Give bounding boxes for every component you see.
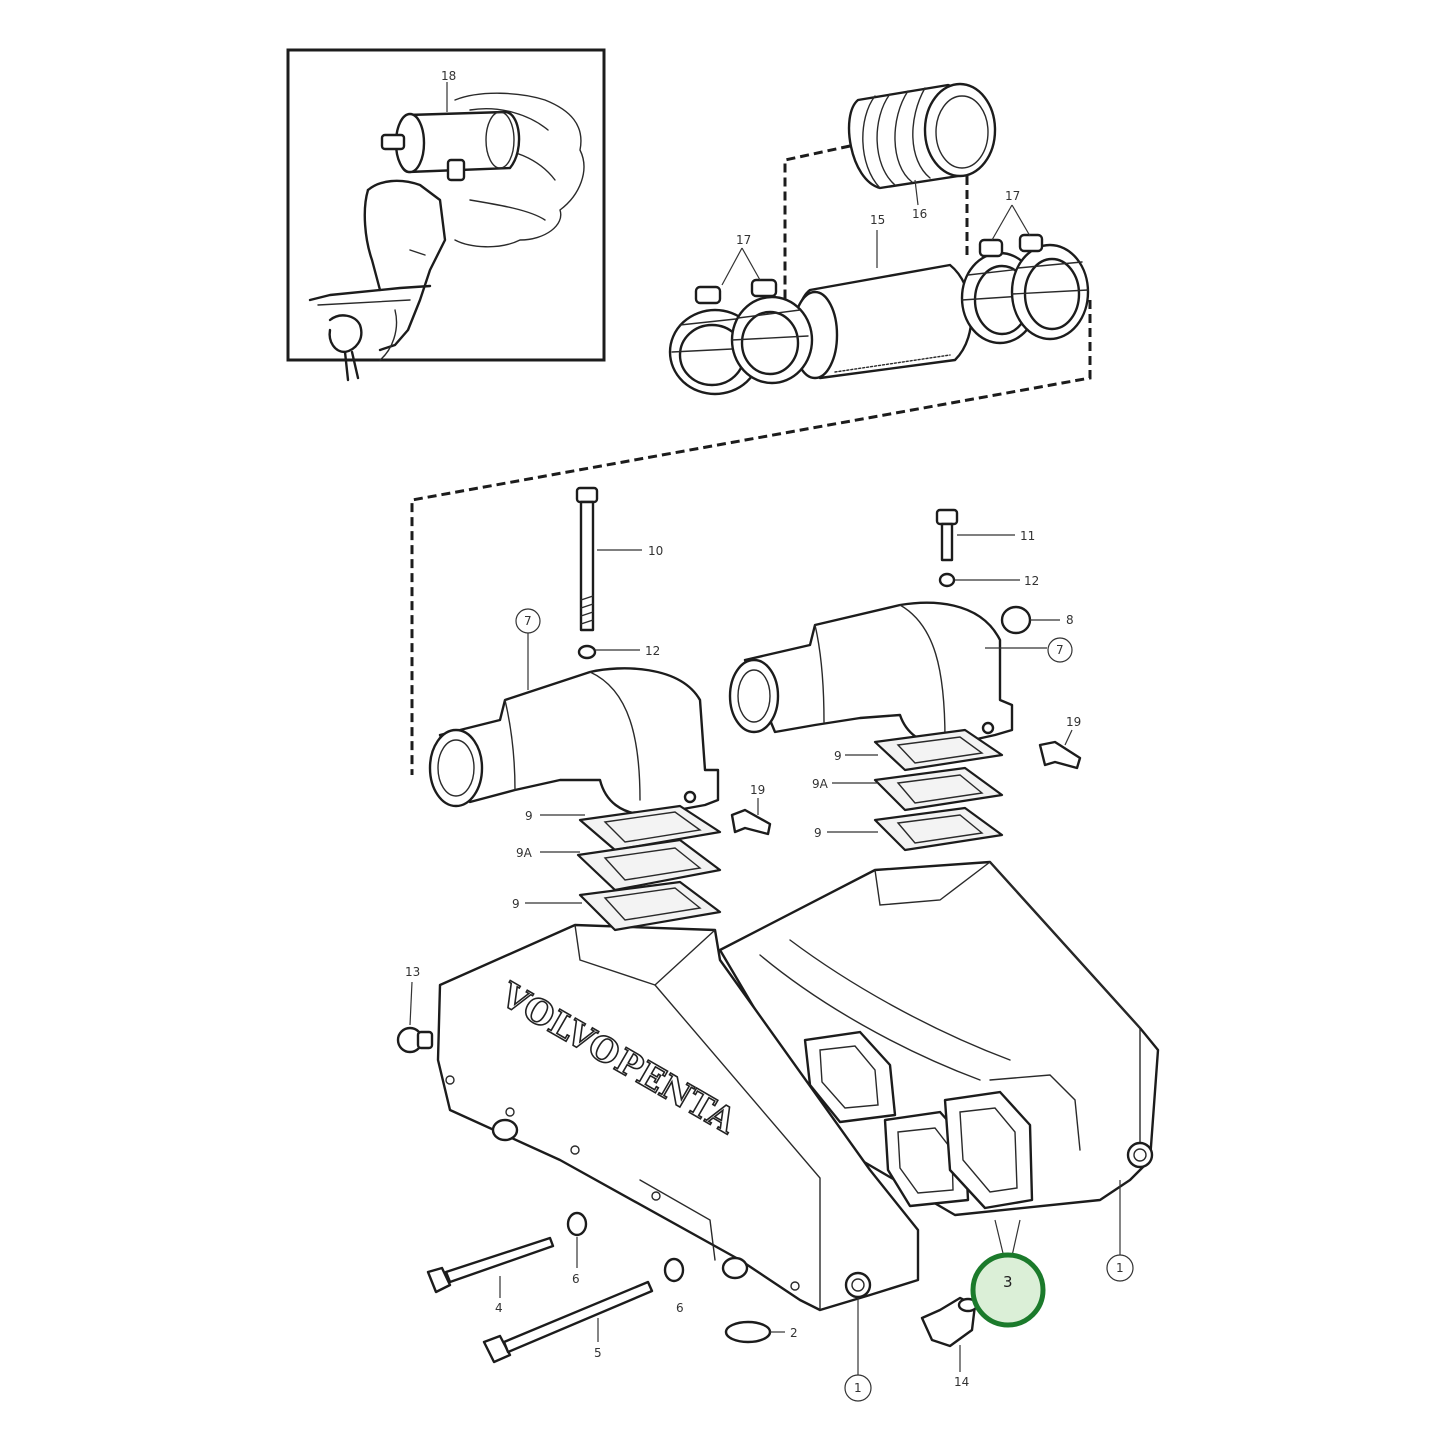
label-12-left: 12 — [645, 644, 660, 658]
label-17-left: 17 — [736, 233, 751, 247]
part-2-plate — [724, 1320, 772, 1344]
part-10-long-bolt — [575, 486, 599, 632]
gasket-9-left-bottom — [578, 880, 722, 932]
part-16-bellows — [847, 82, 997, 190]
label-11: 11 — [1020, 529, 1035, 543]
label-17-right: 17 — [1005, 189, 1020, 203]
part-13-plug — [396, 1026, 434, 1054]
callout-leaders — [409, 534, 1121, 1375]
label-9-right-bottom: 9 — [814, 826, 822, 840]
label-7-right: 7 — [1056, 643, 1064, 657]
gasket-9A-right — [873, 766, 1004, 812]
part-4-bolt — [426, 1236, 555, 1294]
callout-circle-7-left — [515, 608, 541, 634]
part-5-bolt — [482, 1280, 654, 1364]
left-elbow-group — [428, 667, 722, 932]
label-3: 3 — [1003, 1273, 1013, 1291]
callout-circle-1-right — [1106, 1254, 1134, 1282]
part-14-elbow-fitting — [920, 1296, 979, 1348]
callout-circle-1-left — [844, 1374, 872, 1402]
label-2: 2 — [790, 1326, 798, 1340]
label-6-b: 6 — [676, 1301, 684, 1315]
label-5: 5 — [594, 1346, 602, 1360]
label-9-left-bottom: 9 — [512, 897, 520, 911]
gasket-9-right-top — [873, 728, 1004, 772]
part-6-washer-b — [663, 1257, 685, 1283]
part-19-screw-right — [1038, 740, 1082, 770]
inset-engine-sketch — [308, 92, 585, 382]
label-9-left-top: 9 — [525, 809, 533, 823]
part-12-washer-right — [938, 572, 956, 588]
gasket-9A-left — [576, 838, 722, 892]
label-18: 18 — [441, 69, 456, 83]
label-19-left: 19 — [750, 783, 765, 797]
part-15-hose — [791, 263, 973, 380]
part-7-elbow-left — [428, 667, 720, 817]
label-1-left: 1 — [854, 1381, 862, 1395]
right-elbow-group — [728, 601, 1014, 852]
gasket-9-left-top — [578, 804, 722, 852]
part-19-screw-left — [730, 808, 772, 836]
label-13: 13 — [405, 965, 420, 979]
label-7-left: 7 — [524, 614, 532, 628]
highlight-circle — [970, 1252, 1046, 1328]
inset-detail: 18 — [286, 48, 606, 382]
label-9A-right: 9A — [812, 777, 829, 791]
part-8-plug — [1000, 605, 1032, 635]
highlight-part-3: 3 — [970, 1252, 1046, 1328]
exhaust-ports — [803, 1030, 1081, 1210]
dashed-guide — [410, 300, 1092, 775]
label-14: 14 — [954, 1375, 969, 1389]
part-12-washer-left — [577, 644, 597, 660]
label-19-right: 19 — [1066, 715, 1081, 729]
label-9-right-top: 9 — [834, 749, 842, 763]
callout-circle-7-right — [1047, 637, 1073, 663]
label-10: 10 — [648, 544, 663, 558]
part-11-bolt — [935, 508, 959, 562]
part-6-washer-a — [566, 1211, 588, 1237]
label-8: 8 — [1066, 613, 1074, 627]
dashed-guide — [783, 144, 851, 300]
manifold-body: VOLVO PENTA — [436, 860, 1160, 1312]
label-4: 4 — [495, 1301, 503, 1315]
part-7-elbow-right — [728, 601, 1014, 747]
label-6-a: 6 — [572, 1272, 580, 1286]
label-1-right: 1 — [1116, 1261, 1124, 1275]
label-12-right: 12 — [1024, 574, 1039, 588]
label-16: 16 — [912, 207, 927, 221]
callout-labels: 10 11 12 12 8 7 7 19 19 9 9A 9 9 9A 9 13… — [405, 529, 1134, 1402]
gasket-9-right-bottom — [873, 806, 1004, 852]
inset-frame — [286, 48, 606, 362]
label-9A-left: 9A — [516, 846, 533, 860]
part-17-clamp-left-b — [730, 278, 814, 385]
part-17-clamp-left-a — [668, 285, 762, 396]
part-17-clamp-right-b — [1010, 233, 1090, 341]
label-15: 15 — [870, 213, 885, 227]
part-18-clamp — [380, 110, 521, 182]
hose-assembly: 16 15 17 — [410, 82, 1092, 775]
